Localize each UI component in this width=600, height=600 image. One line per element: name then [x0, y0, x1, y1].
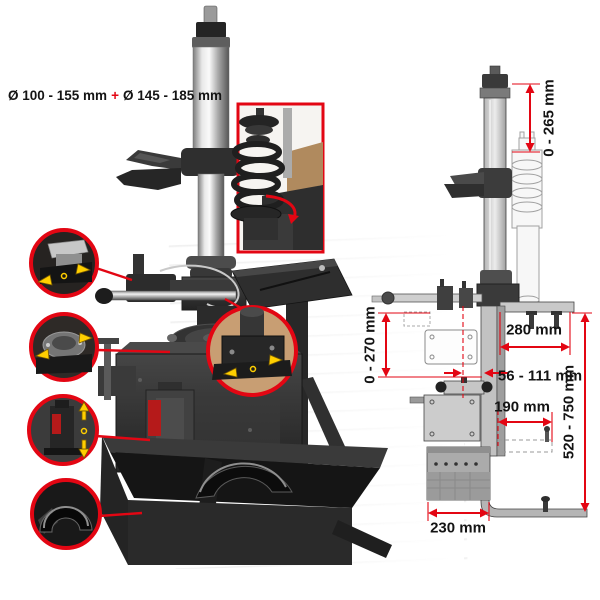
- strut-inset: [230, 102, 325, 254]
- kick-lever: [332, 520, 392, 558]
- base-tray: [100, 436, 392, 565]
- inset-wheel-support: [30, 478, 102, 550]
- dim-base-width-label: 230 mm: [430, 519, 486, 537]
- drawing-body: [409, 377, 493, 442]
- adjust-right-arrow-icon: [78, 332, 94, 344]
- capacity-range-1: Ø 100 - 155 mm: [8, 88, 108, 103]
- dim-working-height-label: 520 - 750 mm: [560, 364, 578, 460]
- rear-frame-brace: [300, 377, 349, 461]
- drawing-tray: [426, 446, 491, 501]
- dim-spindle-travel-label: 0 - 265 mm: [540, 79, 558, 157]
- strut-fork: [116, 150, 181, 190]
- capacity-range-2: Ø 145 - 185 mm: [122, 88, 223, 103]
- phantom-support-arm: [497, 426, 553, 453]
- adjust-left-arrow-icon: [36, 274, 53, 286]
- drawing-fork: [444, 168, 512, 198]
- dim-table-travel-label: 0 - 270 mm: [361, 306, 379, 384]
- coil-spring-strut: [230, 108, 285, 240]
- adjust-right-arrow-icon: [75, 263, 92, 275]
- spindle-column: [181, 5, 259, 311]
- mounting-table: [231, 258, 353, 310]
- wood-shelf: [287, 142, 323, 193]
- dim-arm-width-label: 280 mm: [506, 321, 562, 339]
- adjust-left-arrow-icon: [222, 367, 238, 378]
- inset-sliding-clamp: [206, 305, 298, 397]
- adjust-right-arrow-icon: [268, 354, 284, 366]
- dim-support-depth-label: 190 mm: [494, 398, 550, 416]
- dim-jaw-range-label: 56 - 111 mm: [497, 367, 583, 385]
- inset-hydraulic-jack: [27, 394, 99, 466]
- drawing-frame: [480, 305, 588, 518]
- adjust-left-arrow-icon: [34, 348, 50, 360]
- wheel-arch-support: [195, 465, 293, 499]
- drawing-clamp-arm: [371, 270, 520, 327]
- clamp-capacity-label: Ø 100 - 155 mm+Ø 145 - 185 mm: [8, 88, 222, 103]
- dimension-lines: [378, 83, 592, 521]
- clamp-arm: [95, 254, 240, 309]
- ghost-strut: [511, 131, 543, 305]
- plus-sign: +: [111, 88, 119, 103]
- jack-red-label: [148, 400, 161, 436]
- phantom-table: [424, 329, 478, 365]
- inset-round-adapter: [29, 312, 99, 382]
- inset-clamp-jaws: [29, 228, 99, 298]
- machine-photo: [27, 5, 392, 565]
- drawing-column: [479, 65, 511, 305]
- technical-drawing: [371, 65, 592, 521]
